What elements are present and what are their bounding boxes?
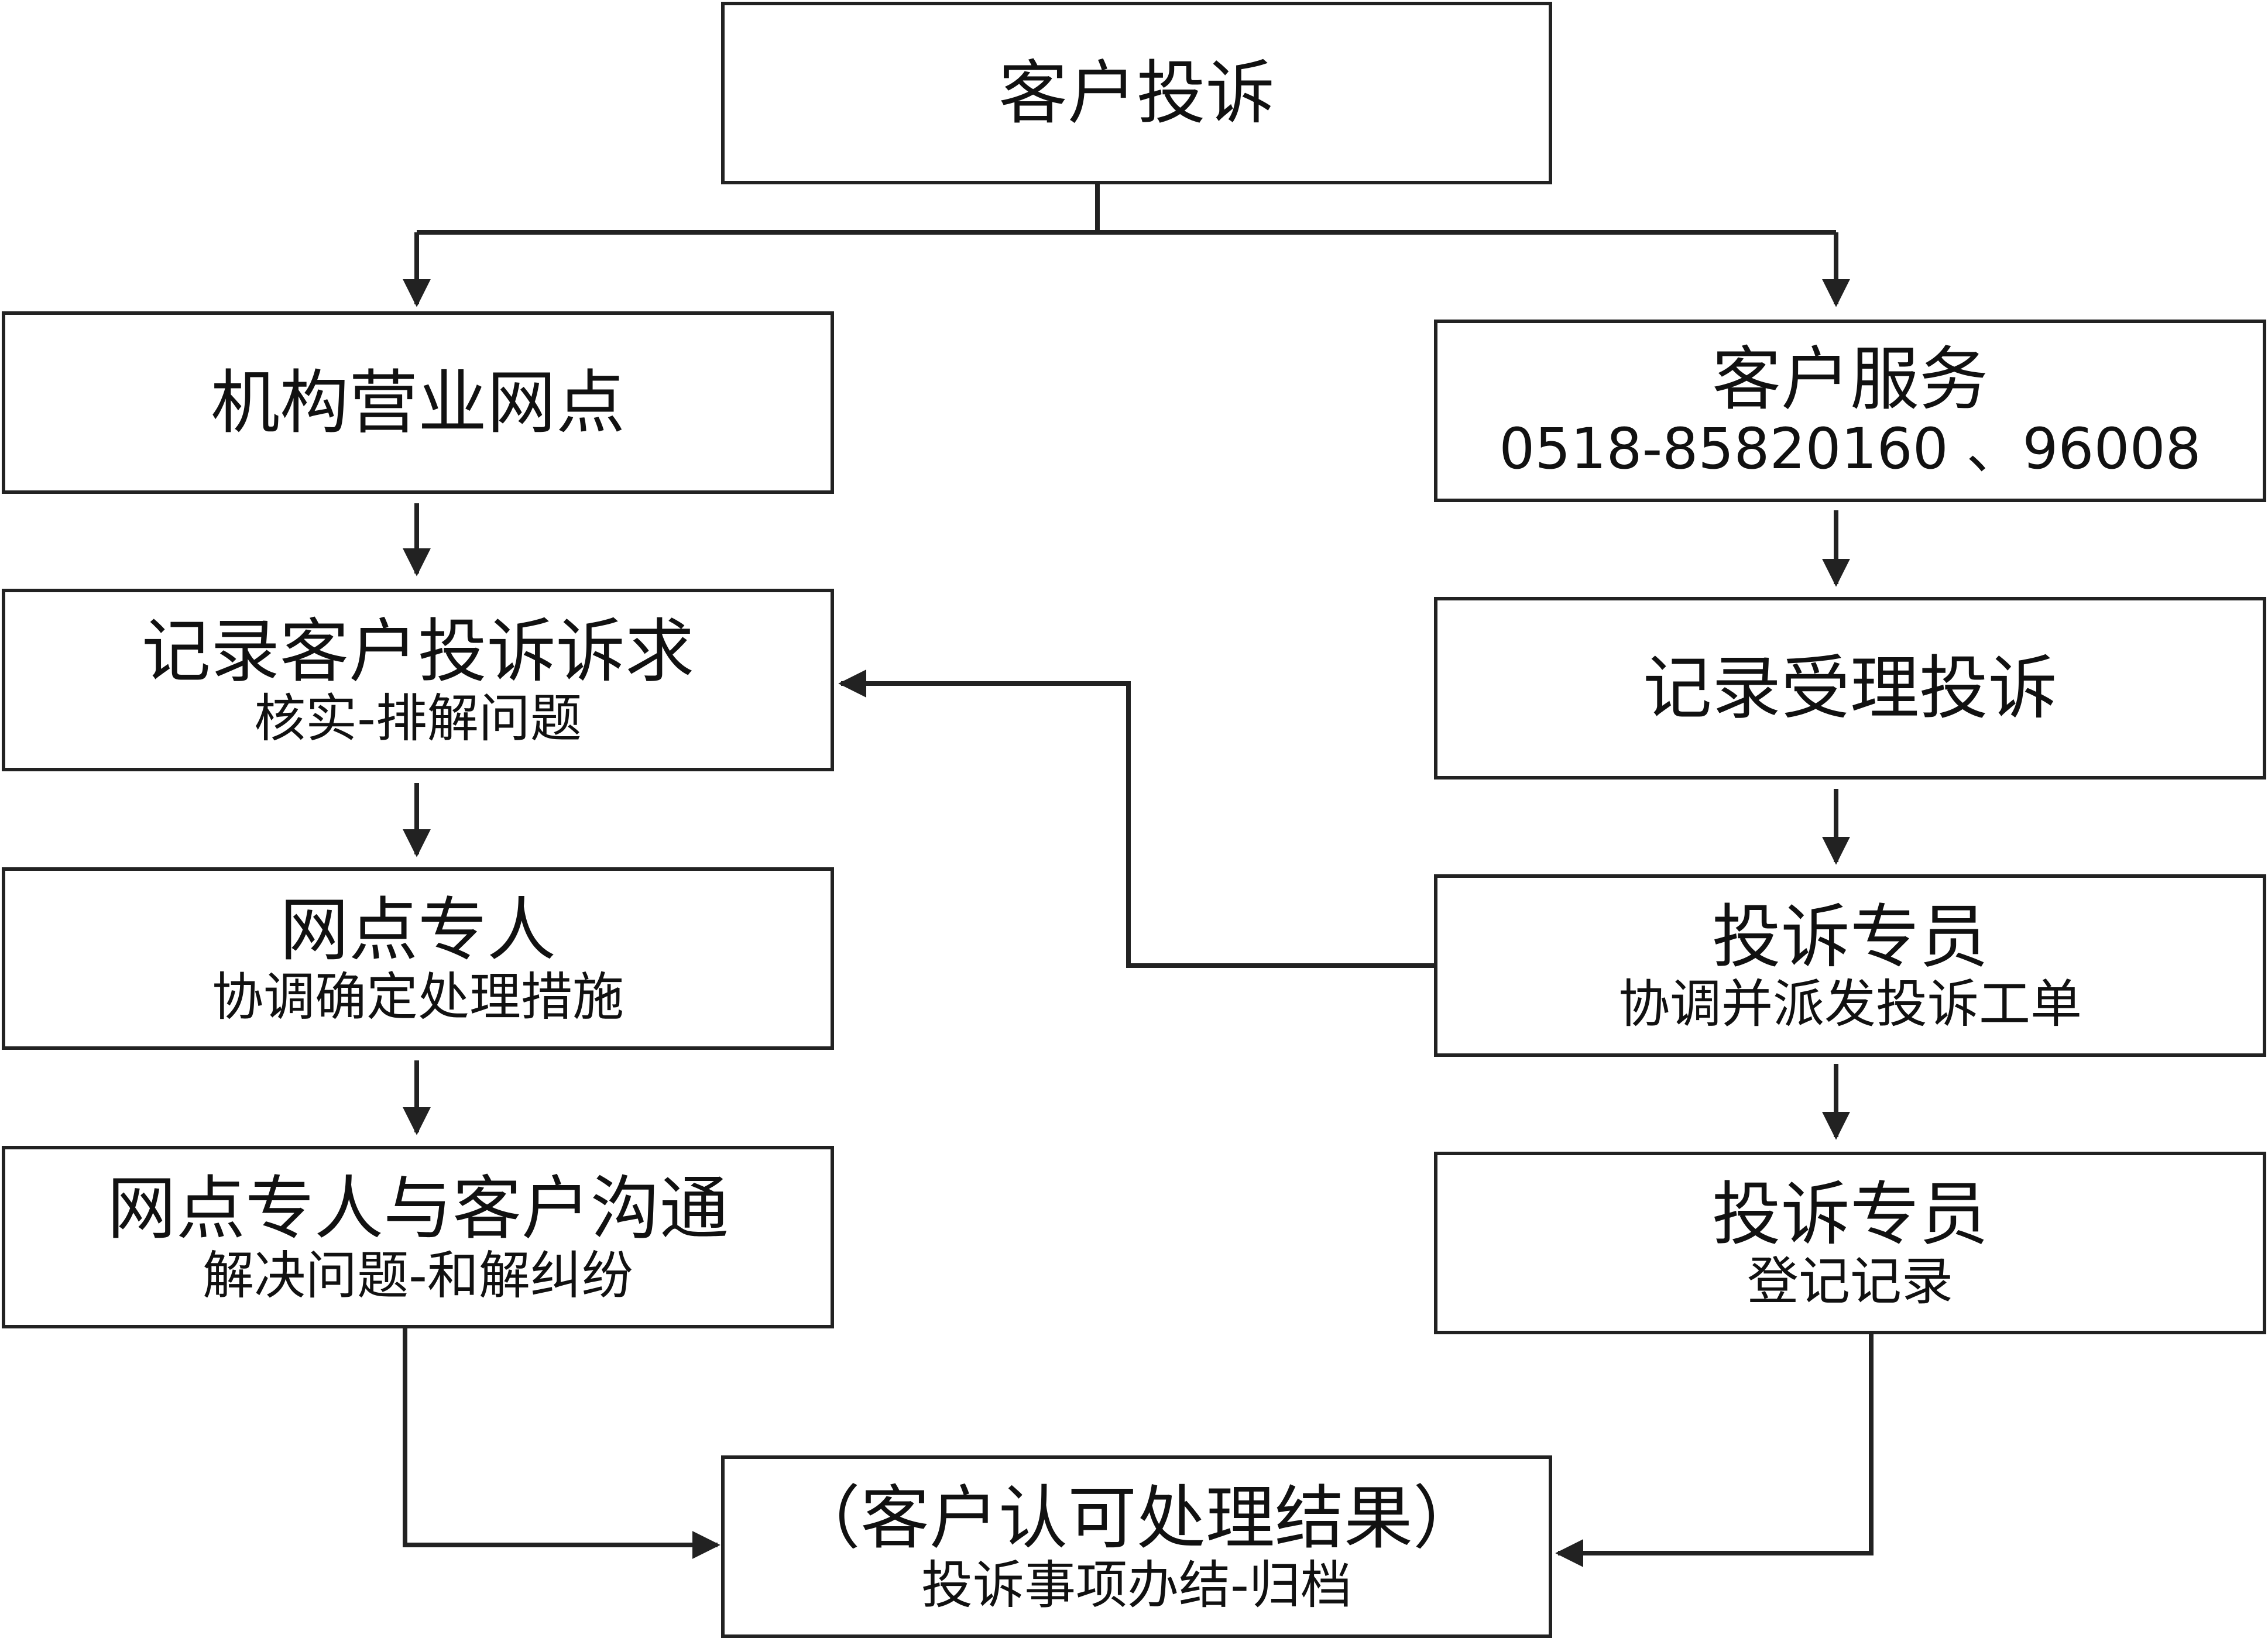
node-title: （客户认可处理结果） (791, 1477, 1482, 1558)
node-customer-complaint: 客户投诉 (721, 2, 1552, 184)
node-title: 记录客户投诉诉求 (141, 610, 694, 692)
node-specialist-dispatch: 投诉专员 协调并派发投诉工单 (1434, 874, 2266, 1057)
node-title: 投诉专员 (1711, 1173, 1988, 1255)
arrow-communicate-to-result (403, 1327, 720, 1559)
node-subtitle: 登记记录 (1747, 1251, 1953, 1311)
node-branch-outlet: 机构营业网点 (2, 311, 834, 494)
node-title: 客户投诉 (998, 52, 1275, 133)
node-title: 投诉专员 (1711, 896, 1988, 977)
arrow-register-to-result (1555, 1333, 1874, 1567)
node-subtitle: 核实-排解问题 (254, 688, 582, 748)
node-specialist-register: 投诉专员 登记记录 (1434, 1152, 2266, 1334)
node-title: 客户服务 (1711, 339, 1988, 420)
node-branch-staff: 网点专人 协调确定处理措施 (2, 867, 834, 1050)
node-subtitle: 协调并派发投诉工单 (1618, 973, 2082, 1034)
node-title: 网点专人与客户沟通 (107, 1167, 729, 1249)
node-result: （客户认可处理结果） 投诉事项办结-归档 (721, 1455, 1552, 1638)
node-title: 机构营业网点 (210, 362, 625, 443)
node-record-accept: 记录受理投诉 (1434, 597, 2266, 779)
node-customer-service: 客户服务 0518-85820160 、96008 (1434, 320, 2266, 502)
node-communicate: 网点专人与客户沟通 解决问题-和解纠纷 (2, 1146, 834, 1328)
node-subtitle: 协调确定处理措施 (211, 966, 624, 1027)
node-subtitle: 解决问题-和解纠纷 (203, 1245, 633, 1306)
node-title: 网点专人 (279, 889, 556, 970)
arrow-specialist-to-record (838, 669, 1437, 968)
node-title: 记录受理投诉 (1642, 647, 2057, 729)
node-record-request: 记录客户投诉诉求 核实-排解问题 (2, 589, 834, 771)
node-subtitle: 投诉事项办结-归档 (921, 1554, 1352, 1615)
service-phone-numbers: 0518-85820160 、96008 (1499, 416, 2201, 482)
